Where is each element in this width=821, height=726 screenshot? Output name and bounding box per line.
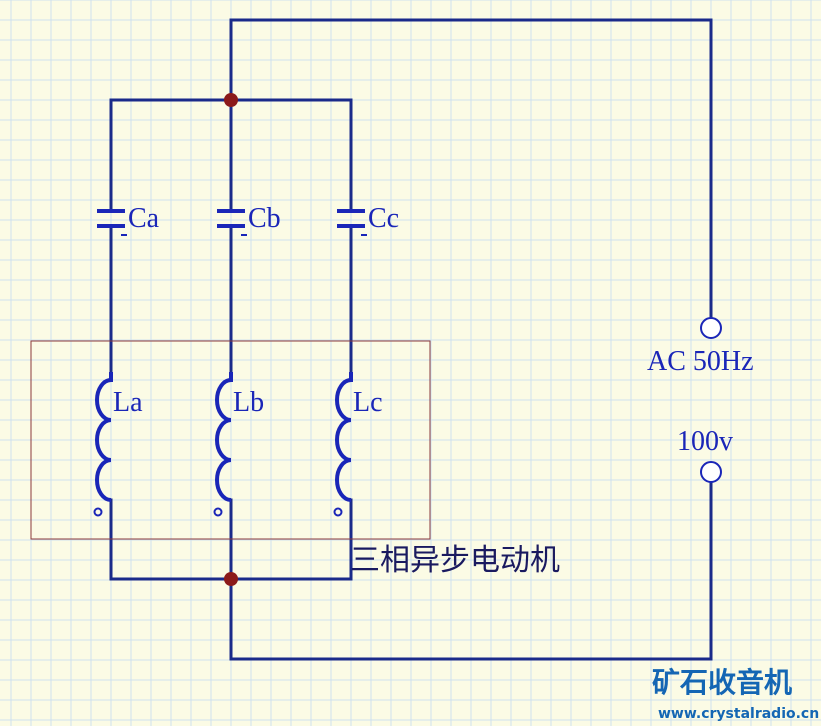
terminal-top [700, 317, 722, 339]
watermark-title: 矿石收音机 [652, 666, 792, 699]
inductor-label-la: La [113, 387, 143, 418]
inductor-lb [213, 372, 233, 517]
capacitor-cc [337, 209, 367, 236]
inductor-la [93, 372, 113, 517]
capacitor-ca [97, 209, 127, 236]
inductor-label-lb: Lb [233, 387, 264, 418]
capacitor-label-ca: Ca [128, 203, 160, 234]
terminal-bottom [700, 461, 722, 483]
capacitor-label-cb: Cb [248, 203, 281, 234]
inductor-lc [333, 372, 353, 517]
capacitor-cb [217, 209, 247, 236]
inductor-label-lc: Lc [353, 387, 383, 418]
motor-label: 三相异步电动机 [350, 543, 560, 578]
motor-box [30, 340, 431, 540]
source-type-label: AC 50Hz [647, 346, 754, 377]
source-voltage-label: 100v [677, 426, 733, 457]
capacitor-label-cc: Cc [368, 203, 399, 234]
watermark-url: www.crystalradio.cn [658, 706, 819, 722]
junction-bottom [224, 572, 238, 586]
junction-top [224, 93, 238, 107]
